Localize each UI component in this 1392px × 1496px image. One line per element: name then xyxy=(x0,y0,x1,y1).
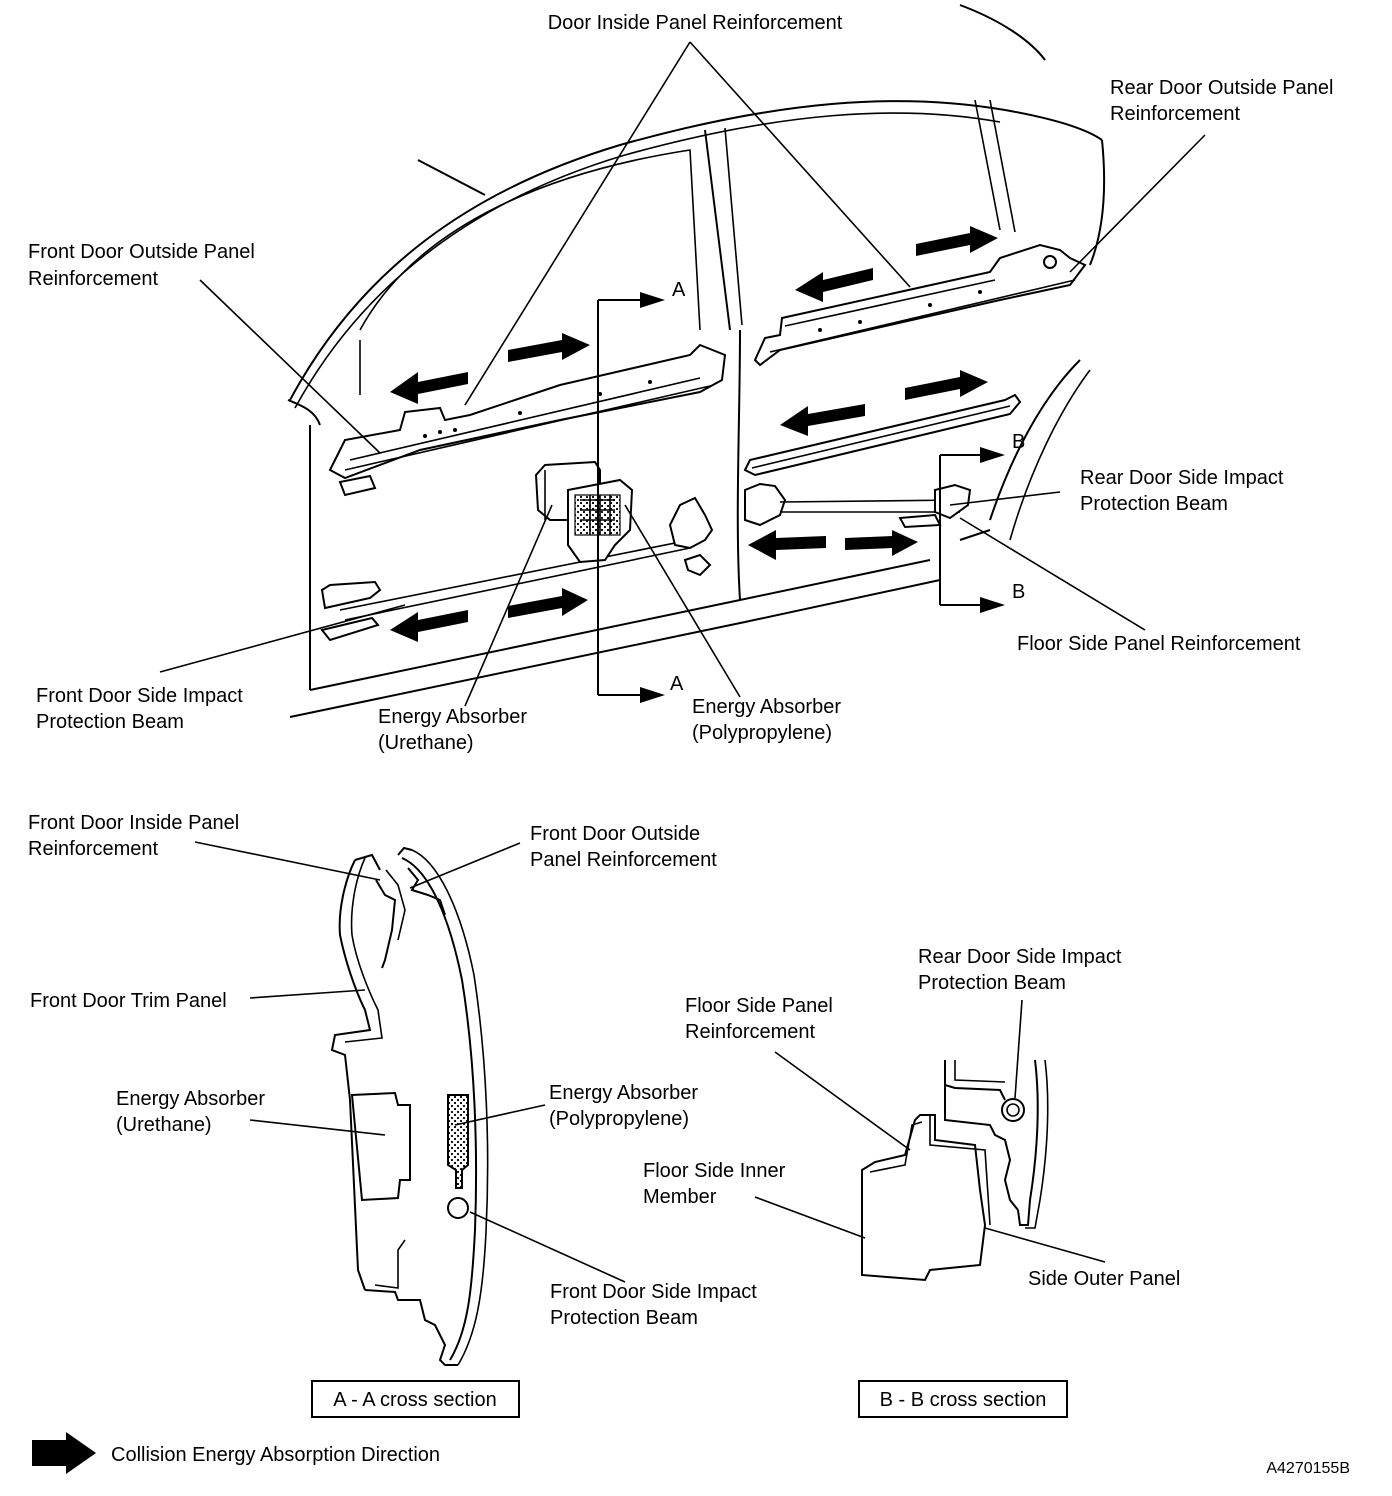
section-a-caption-box xyxy=(311,1380,520,1418)
label-front-door-outside-panel-reinforcement-2: Reinforcement xyxy=(28,268,159,290)
collision-arrows xyxy=(390,226,998,642)
section-b-drawing xyxy=(861,1059,1049,1282)
label-front-door-side-impact-beam-2: Protection Beam xyxy=(36,711,184,733)
section-b-bottom-marker: B xyxy=(1012,581,1025,603)
label-front-door-side-impact-beam-1: Front Door Side Impact xyxy=(36,685,243,707)
section-a-leader-lines xyxy=(194,841,626,1283)
label-b-floor-side-inner-member-1: Floor Side Inner xyxy=(643,1160,786,1182)
section-a-bottom-marker: A xyxy=(670,673,684,695)
front-door-outside-panel-reinforcement xyxy=(328,343,727,497)
arrow-right-icon xyxy=(905,370,988,400)
label-b-floor-side-panel-reinforcement-2: Reinforcement xyxy=(685,1021,816,1043)
arrow-left-icon xyxy=(390,610,468,642)
label-a-front-door-trim-panel: Front Door Trim Panel xyxy=(30,990,227,1012)
car-body-outline xyxy=(287,4,1106,718)
label-b-floor-side-panel-reinforcement-1: Floor Side Panel xyxy=(685,995,833,1017)
label-a-front-door-outside-panel-reinforcement-2: Panel Reinforcement xyxy=(530,849,717,871)
label-a-front-door-inside-panel-reinforcement-1: Front Door Inside Panel xyxy=(28,812,239,834)
legend-text: Collision Energy Absorption Direction xyxy=(111,1444,440,1466)
figure-code: A4270155B xyxy=(1266,1460,1350,1477)
label-a-front-door-inside-panel-reinforcement-2: Reinforcement xyxy=(28,838,159,860)
arrow-left-icon xyxy=(748,530,826,560)
label-energy-absorber-urethane-2: (Urethane) xyxy=(378,732,474,754)
arrow-right-icon xyxy=(508,333,590,362)
arrow-right-icon xyxy=(916,226,998,256)
label-a-energy-absorber-urethane-1: Energy Absorber xyxy=(116,1088,265,1110)
label-b-floor-side-inner-member-2: Member xyxy=(643,1186,717,1208)
section-b-caption: B - B cross section xyxy=(880,1389,1047,1411)
label-energy-absorber-polypropylene-1: Energy Absorber xyxy=(692,696,841,718)
label-front-door-outside-panel-reinforcement-1: Front Door Outside Panel xyxy=(28,241,255,263)
energy-absorber-polypropylene-part xyxy=(567,478,634,564)
label-rear-door-side-impact-beam-2: Protection Beam xyxy=(1080,493,1228,515)
arrow-right-icon xyxy=(508,588,588,618)
label-b-side-outer-panel: Side Outer Panel xyxy=(1028,1268,1180,1290)
section-a-cut-line xyxy=(597,292,665,703)
label-rear-door-outside-panel-reinforcement-2: Reinforcement xyxy=(1110,103,1241,125)
section-a-top-marker: A xyxy=(672,279,686,301)
label-a-front-door-side-impact-beam-1: Front Door Side Impact xyxy=(550,1281,757,1303)
label-a-energy-absorber-urethane-2: (Urethane) xyxy=(116,1114,212,1136)
arrow-left-icon xyxy=(795,268,873,302)
label-b-rear-door-side-impact-beam-1: Rear Door Side Impact xyxy=(918,946,1122,968)
rear-door-inside-panel-reinforcement xyxy=(743,393,1022,477)
section-b-leader-lines xyxy=(754,999,1106,1263)
label-b-rear-door-side-impact-beam-2: Protection Beam xyxy=(918,972,1066,994)
label-a-front-door-side-impact-beam-2: Protection Beam xyxy=(550,1307,698,1329)
label-energy-absorber-polypropylene-2: (Polypropylene) xyxy=(692,722,832,744)
section-a-drawing xyxy=(330,846,489,1366)
leader-lines-upper xyxy=(159,41,1206,707)
rear-door-side-impact-beam-part xyxy=(744,482,972,529)
arrow-left-icon xyxy=(390,372,468,404)
label-door-inside-panel-reinforcement: Door Inside Panel Reinforcement xyxy=(548,12,843,34)
label-rear-door-side-impact-beam-1: Rear Door Side Impact xyxy=(1080,467,1284,489)
section-a-caption: A - A cross section xyxy=(333,1389,496,1411)
label-energy-absorber-urethane-1: Energy Absorber xyxy=(378,706,527,728)
label-a-front-door-outside-panel-reinforcement-1: Front Door Outside xyxy=(530,823,700,845)
section-b-caption-box xyxy=(858,1380,1068,1418)
label-a-energy-absorber-polypropylene-2: (Polypropylene) xyxy=(549,1108,689,1130)
label-floor-side-panel-reinforcement: Floor Side Panel Reinforcement xyxy=(1017,633,1301,655)
section-b-top-marker: B xyxy=(1012,431,1025,453)
arrow-left-icon xyxy=(780,404,865,436)
front-door-side-impact-beam-part xyxy=(320,496,714,642)
label-rear-door-outside-panel-reinforcement-1: Rear Door Outside Panel xyxy=(1110,77,1333,99)
label-a-energy-absorber-polypropylene-1: Energy Absorber xyxy=(549,1082,698,1104)
arrow-right-icon xyxy=(845,530,918,556)
section-b-cut-line xyxy=(939,447,1005,613)
arrow-right-icon xyxy=(32,1432,96,1474)
rear-door-outside-panel-reinforcement xyxy=(753,243,1087,367)
